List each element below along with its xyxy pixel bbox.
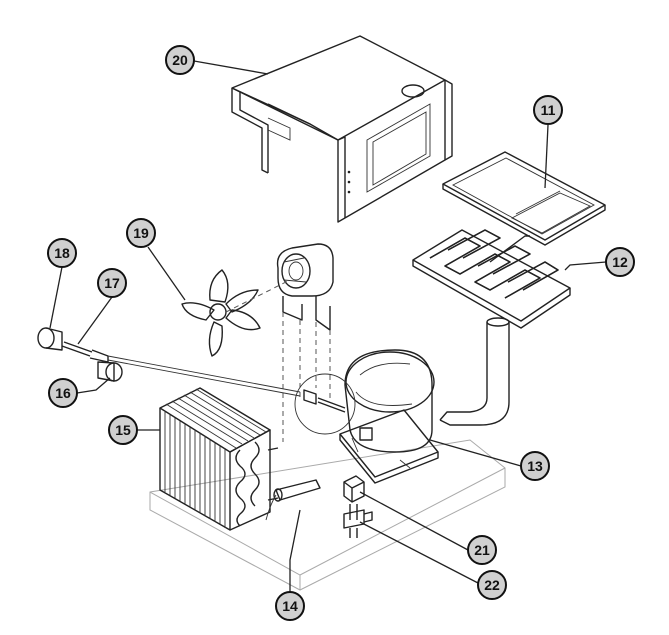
compressor <box>339 349 439 484</box>
callout-15: 15 <box>108 415 138 445</box>
fan-motor <box>276 243 334 331</box>
callout-17-text: 17 <box>104 275 120 291</box>
callout-14: 14 <box>275 591 305 621</box>
filter-drier <box>265 479 321 521</box>
callout-12-text: 12 <box>612 254 628 270</box>
callout-19: 19 <box>126 218 156 248</box>
assembly-dash-lines <box>225 279 331 442</box>
callout-20: 20 <box>165 45 195 75</box>
callout-11: 11 <box>533 95 563 125</box>
callout-18: 18 <box>47 238 77 268</box>
suction-pipe <box>439 317 510 426</box>
evaporator-plate <box>412 229 571 329</box>
callout-13: 13 <box>520 451 550 481</box>
leader-lines <box>49 60 607 592</box>
callout-21-text: 21 <box>474 542 490 558</box>
fitting-assembly <box>37 327 301 397</box>
drip-tray <box>442 151 606 246</box>
callout-20-text: 20 <box>172 52 188 68</box>
callout-11-text: 11 <box>541 102 556 118</box>
base-plate <box>149 439 506 591</box>
callout-12: 12 <box>605 247 635 277</box>
callout-22: 22 <box>477 570 507 600</box>
callout-14-text: 14 <box>282 598 298 614</box>
callout-13-text: 13 <box>527 458 543 474</box>
condenser <box>159 387 279 531</box>
callout-21: 21 <box>467 535 497 565</box>
callout-18-text: 18 <box>54 245 70 261</box>
callout-19-text: 19 <box>133 225 149 241</box>
callout-16-text: 16 <box>55 385 71 401</box>
callout-15-text: 15 <box>115 422 131 438</box>
fan-blade <box>181 269 261 357</box>
connection-detail <box>294 373 356 435</box>
solenoid-valve <box>343 475 373 538</box>
callout-17: 17 <box>97 268 127 298</box>
callout-22-text: 22 <box>484 577 500 593</box>
callout-16: 16 <box>48 378 78 408</box>
cover-housing <box>231 35 453 223</box>
